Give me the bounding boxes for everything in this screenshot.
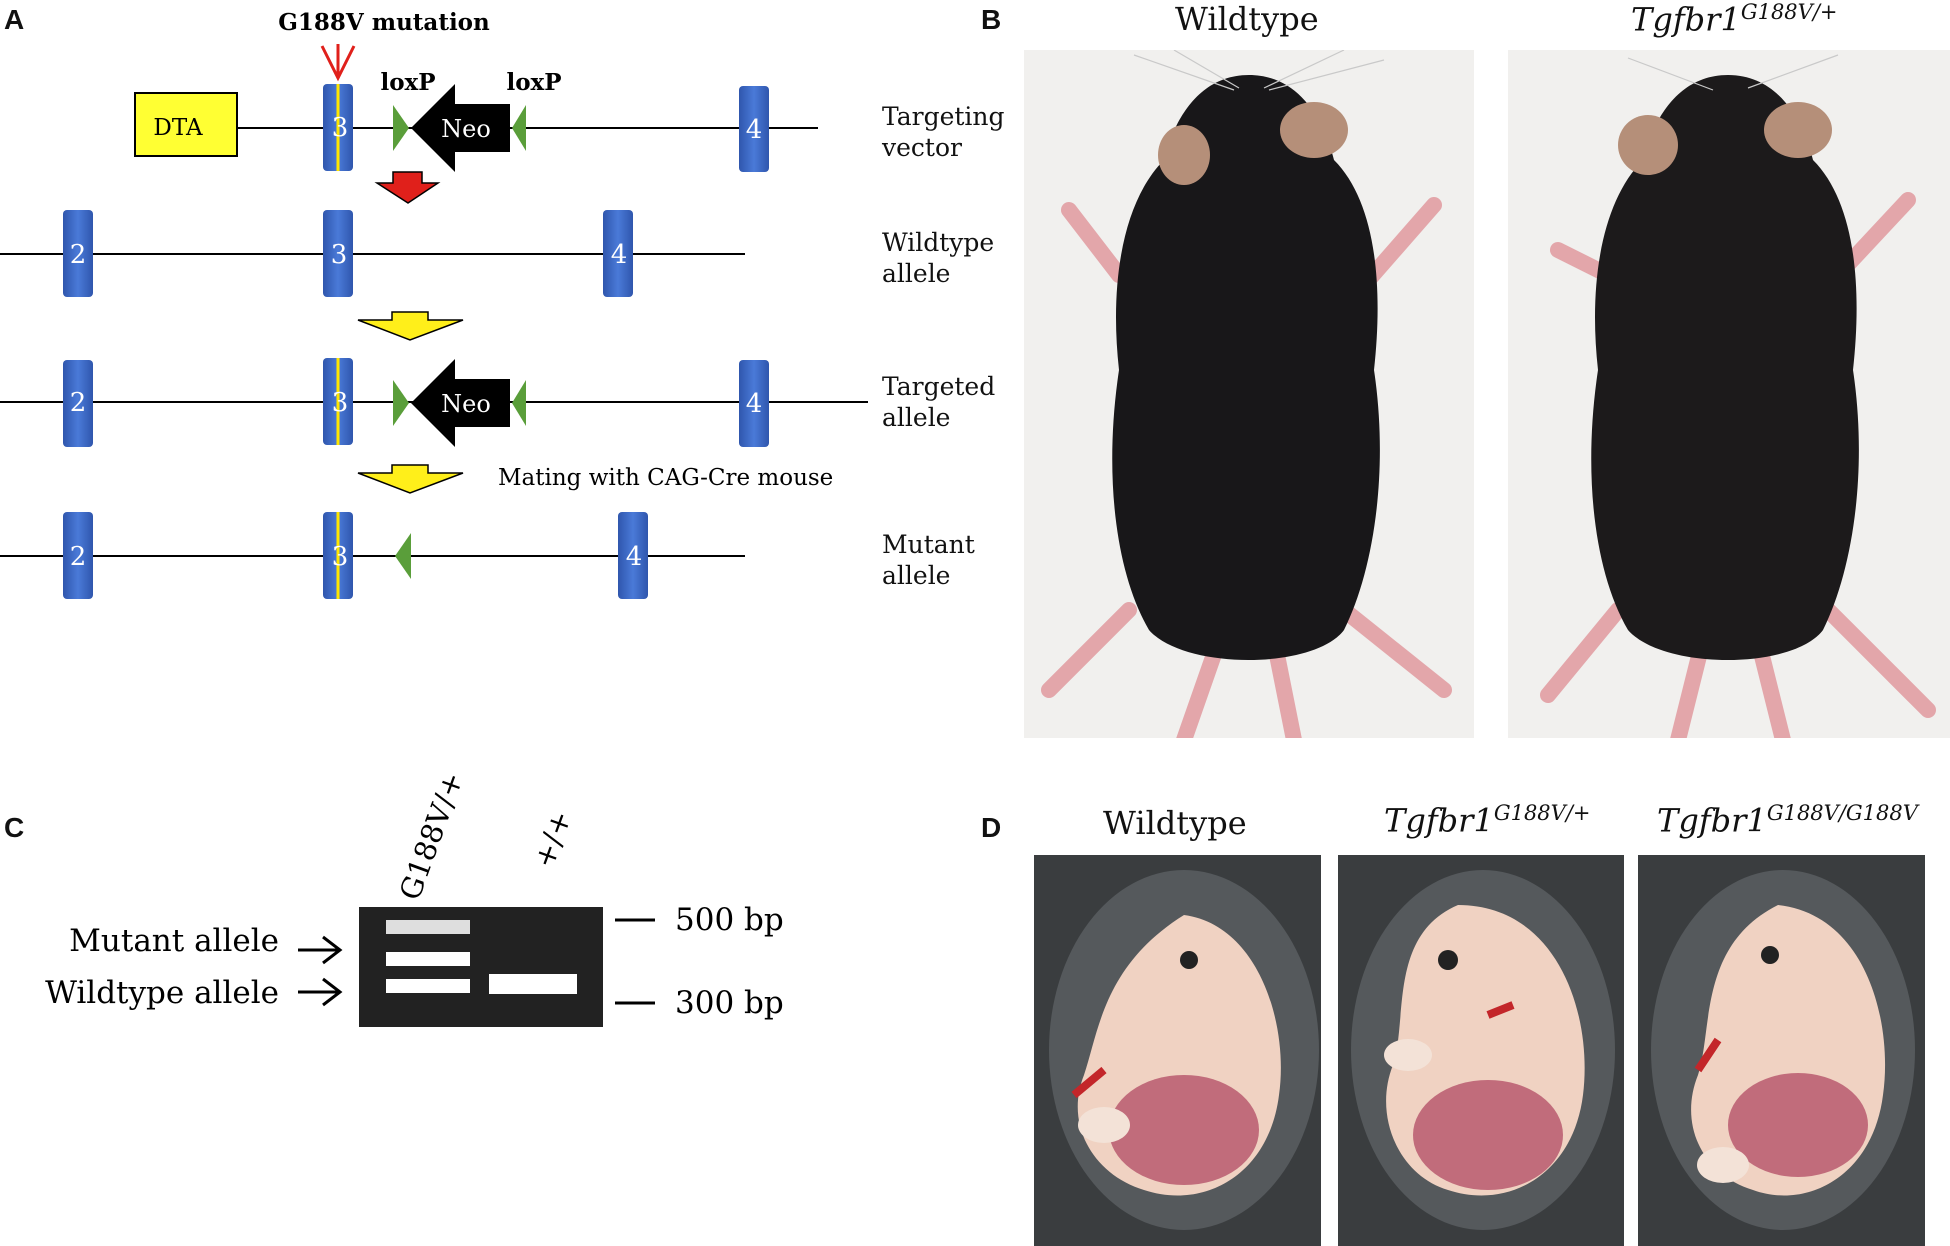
exon-label: 4 — [746, 115, 763, 145]
row-label-wildtype-allele: Wildtype allele — [882, 228, 995, 288]
loxp-right-triangle — [512, 380, 526, 426]
row-label-mutant-allele: Mutant allele — [882, 530, 975, 590]
neo-label: Neo — [441, 115, 491, 143]
yellow-down-arrow — [357, 464, 464, 494]
row-label-targeted-allele: Targeted allele — [882, 372, 996, 432]
exon4-targeted — [739, 360, 769, 447]
marker-500-label: 500 bp — [675, 902, 784, 938]
mutation-label: G188V mutation — [278, 9, 490, 36]
exon-label: 2 — [70, 542, 87, 572]
panel-letter-c: C — [4, 812, 25, 843]
gel-band-wildtype-het — [386, 979, 470, 993]
wildtype-mouse-title: Wildtype — [1175, 0, 1319, 38]
exon-label: 4 — [626, 542, 643, 572]
red-down-arrow — [374, 171, 441, 204]
exon2-wt — [63, 210, 93, 297]
wildtype-mouse-photo — [1024, 50, 1474, 738]
yellow-down-arrow — [357, 311, 464, 341]
panel-letter-a: A — [4, 4, 25, 35]
exon-label: 4 — [611, 240, 628, 270]
genotyping-gel: G188V/+ +/+ Mutant allele Wildtype allel… — [45, 767, 784, 1027]
gel-band-mutant — [386, 952, 470, 966]
hom-embryo-title: Tgfbr1G188V/G188V — [1657, 801, 1918, 840]
neo-label: Neo — [441, 390, 491, 418]
exon-label: 4 — [746, 389, 763, 419]
loxp-right-label: loxP — [506, 69, 561, 96]
wildtype-embryo-title: Wildtype — [1103, 804, 1247, 842]
het-embryo-title: Tgfbr1G188V/+ — [1384, 801, 1591, 840]
loxp-left-triangle — [393, 380, 409, 426]
hom-embryo-photo — [1638, 855, 1925, 1246]
exon4-wt — [603, 210, 633, 297]
loxp-left-triangle — [393, 105, 409, 151]
exon-label: 3 — [332, 113, 349, 143]
dta-box — [134, 92, 238, 157]
exon3-wt — [323, 210, 353, 297]
panel-letter-b: B — [981, 4, 1002, 35]
exon2-targeted — [63, 360, 93, 447]
exon4-mutant — [618, 512, 648, 599]
loxp-remaining-triangle — [395, 533, 411, 579]
marker-300-label: 300 bp — [675, 985, 784, 1021]
neo-arrow — [411, 359, 510, 447]
exon2-mutant — [63, 512, 93, 599]
mutant-mouse-title: Tgfbr1G188V/+ — [1631, 0, 1838, 39]
loxp-left-label: loxP — [380, 69, 435, 96]
mating-label: Mating with CAG-Cre mouse — [498, 465, 833, 491]
exon-label: 3 — [332, 542, 349, 572]
neo-arrow — [411, 84, 510, 172]
exon-label: 2 — [70, 240, 87, 270]
exon4-vector — [739, 86, 769, 172]
gene-targeting-diagram: G188V mutation DTA 3 Neo loxP loxP 4 2 3… — [0, 9, 868, 599]
wildtype-embryo-photo — [1034, 855, 1321, 1246]
wildtype-allele-label: Wildtype allele — [45, 975, 279, 1011]
gel-band-upper — [386, 920, 470, 934]
het-embryo-photo — [1338, 855, 1624, 1246]
mutation-arrow — [320, 44, 356, 82]
mutant-mouse-photo — [1508, 50, 1950, 738]
row-label-targeting-vector: Targeting vector — [882, 102, 1005, 162]
arrow-icon — [298, 935, 343, 1007]
lane-label-wt: +/+ — [527, 806, 579, 872]
gel-band-wildtype-wt — [489, 974, 577, 994]
exon-label: 2 — [70, 388, 87, 418]
exon-label: 3 — [331, 240, 348, 270]
lane-label-g188v: G188V/+ — [393, 767, 471, 904]
panel-letter-d: D — [981, 812, 1002, 843]
mutant-allele-label: Mutant allele — [69, 923, 279, 959]
dta-label: DTA — [153, 115, 203, 141]
loxp-right-triangle — [512, 105, 526, 151]
exon-label: 3 — [332, 388, 349, 418]
